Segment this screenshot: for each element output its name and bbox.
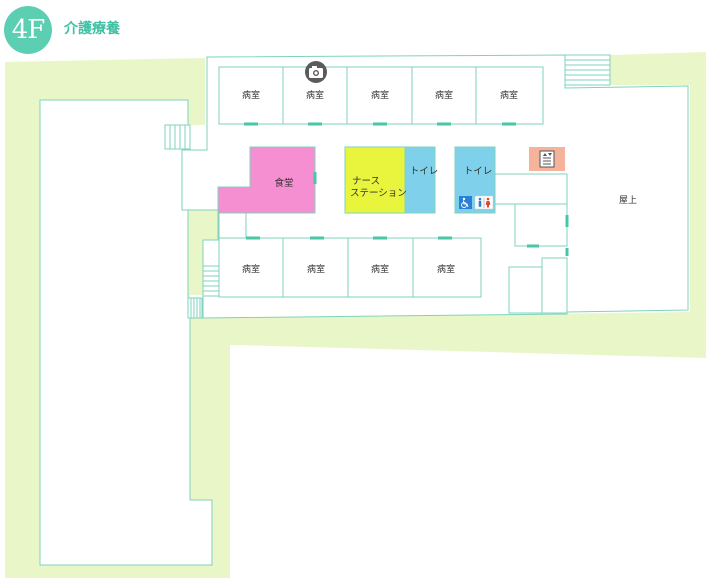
elevator-icon: [539, 150, 555, 168]
room-label: 病室: [371, 89, 389, 101]
nurse-station: [344, 146, 406, 214]
dining-label: 食堂: [274, 177, 293, 189]
restroom-icon: [474, 195, 494, 210]
room-label: 病室: [435, 89, 453, 101]
room-label: 病室: [437, 263, 455, 275]
outdoor-area-right: [236, 52, 706, 358]
small-room: [218, 212, 247, 241]
rooftop-label: 屋上: [619, 195, 637, 206]
room-label: 病室: [307, 263, 325, 275]
toilet-1: [404, 146, 436, 214]
nurse-station-label: ナース: [352, 176, 380, 187]
room-label: 病室: [500, 89, 518, 101]
room-label: 病室: [242, 89, 260, 101]
stairs-bottom-left-2: [187, 297, 203, 319]
floor-badge: 4F: [4, 6, 52, 54]
room-top-1: [218, 66, 284, 125]
room-bottom-4: [412, 237, 482, 298]
nurse-station-label: ステーション: [350, 188, 407, 199]
camera-icon: [305, 61, 327, 83]
wheelchair-icon: [459, 196, 472, 209]
floor-title: 介護療養: [64, 21, 120, 37]
room-bottom-3: [347, 237, 414, 298]
stairs-top-left: [164, 124, 191, 150]
room-label: 病室: [242, 263, 260, 275]
service-room-3: [508, 266, 543, 314]
room-top-5: [475, 66, 544, 125]
room-label: 病室: [371, 263, 389, 275]
service-room-4: [541, 257, 568, 314]
dining-room: [217, 146, 316, 214]
room-label: 病室: [306, 89, 324, 101]
stairs-bottom-left: [202, 265, 220, 297]
stairs-top-right: [564, 54, 611, 86]
toilet-label: トイレ: [410, 166, 439, 177]
service-room-1: [494, 173, 568, 205]
toilet-label: トイレ: [464, 166, 493, 177]
floor-header: 4F 介護療養: [0, 0, 220, 60]
service-room-2: [514, 203, 568, 247]
